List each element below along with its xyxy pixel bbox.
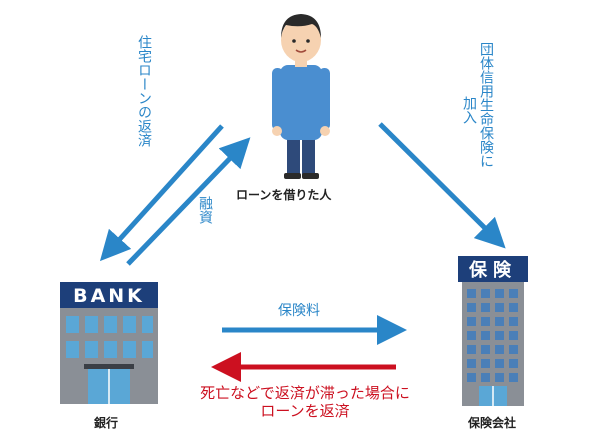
bank-caption: 銀行: [94, 416, 119, 430]
building-window: [467, 331, 476, 340]
building-window: [509, 289, 518, 298]
financing-arrow: [126, 137, 251, 266]
insurance-building-icon: 保険: [458, 256, 528, 406]
building-window: [509, 303, 518, 312]
building-window: [495, 373, 504, 382]
person-icon: [272, 14, 330, 179]
building-window: [481, 289, 490, 298]
building-window: [481, 345, 490, 354]
premium-label: 保険料: [278, 303, 320, 319]
insurance-join-label-2: 加入: [461, 96, 477, 124]
payout-label-line-1: 死亡などで返済が滞った場合に: [200, 384, 410, 402]
payout-label-line-2: ローンを返済: [260, 402, 350, 420]
borrower-caption: ローンを借りた人: [236, 188, 332, 202]
building-window: [509, 331, 518, 340]
building-window: [495, 289, 504, 298]
building-window: [495, 317, 504, 326]
building-window: [467, 289, 476, 298]
building-window: [509, 373, 518, 382]
building-window: [481, 373, 490, 382]
repayment-arrow: [99, 124, 224, 262]
building-window: [467, 373, 476, 382]
building-window: [509, 317, 518, 326]
building-window: [481, 331, 490, 340]
bank-building-icon: BANK: [60, 282, 158, 404]
bank-sign-text: BANK: [73, 285, 145, 307]
financing-label: 融資: [197, 196, 213, 224]
payout-label: 死亡などで返済が滞った場合に ローンを返済: [155, 384, 455, 420]
building-window: [509, 359, 518, 368]
building-window: [509, 345, 518, 354]
insurance-company-caption: 保険会社: [468, 416, 517, 430]
building-window: [467, 303, 476, 312]
insurance-join-arrow: [378, 122, 506, 249]
building-window: [481, 359, 490, 368]
repayment-label: 住宅ローンの返済: [136, 35, 152, 147]
building-window: [467, 317, 476, 326]
insurance-join-label-1: 団体信用生命保険に: [478, 42, 494, 168]
building-window: [467, 345, 476, 354]
building-window: [481, 317, 490, 326]
building-window: [495, 345, 504, 354]
insurance-sign-text: 保険: [468, 259, 517, 281]
building-window: [467, 359, 476, 368]
building-window: [495, 303, 504, 312]
building-window: [495, 331, 504, 340]
building-window: [495, 359, 504, 368]
building-window: [481, 303, 490, 312]
